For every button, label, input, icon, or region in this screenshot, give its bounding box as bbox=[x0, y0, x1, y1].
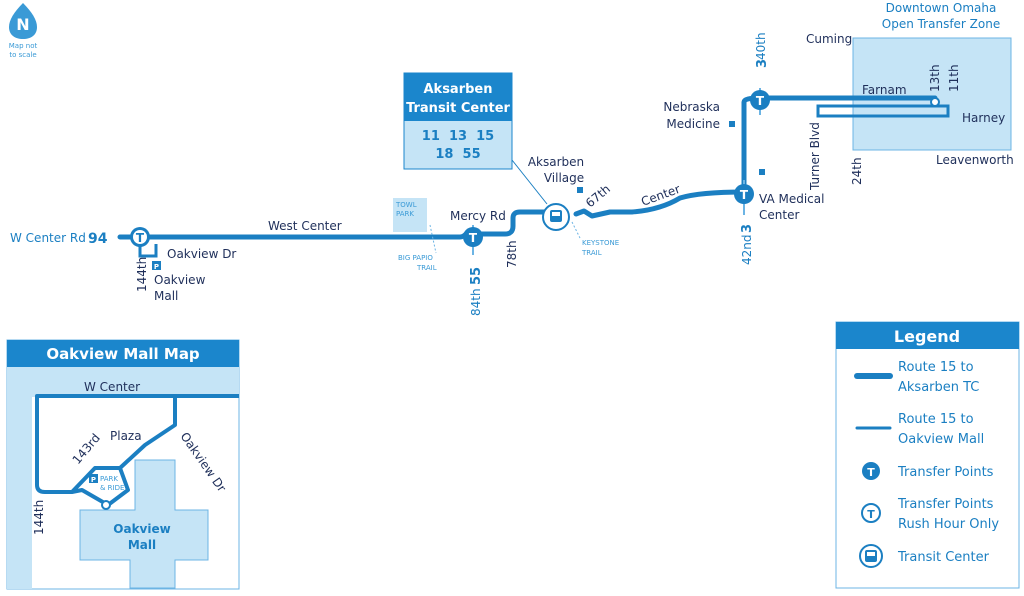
inset-header bbox=[7, 340, 239, 367]
street-11th: 11th bbox=[947, 64, 961, 92]
legend-item2-2: Oakview Mall bbox=[898, 432, 984, 447]
nebraska-medicine-2: Medicine bbox=[666, 117, 720, 131]
street-w-center-rd: W Center Rd bbox=[10, 231, 86, 245]
route-94: 94 bbox=[88, 231, 108, 247]
va-center-1: VA Medical bbox=[759, 192, 824, 206]
street-144th: 144th bbox=[135, 257, 149, 292]
route-3-top: 3 bbox=[755, 59, 770, 68]
svg-text:T: T bbox=[740, 188, 749, 202]
inset-mall-1: Oakview bbox=[113, 522, 170, 536]
tc-title-2: Transit Center bbox=[406, 101, 510, 116]
tc-title-1: Aksarben bbox=[423, 82, 492, 97]
route-15-oakview-branch bbox=[138, 244, 158, 258]
va-center-2: Center bbox=[759, 208, 799, 222]
legend-item1-2: Aksarben TC bbox=[898, 380, 979, 395]
inset-plaza: Plaza bbox=[110, 429, 142, 443]
legend-item1-1: Route 15 to bbox=[898, 360, 974, 375]
oakview-mall-building bbox=[79, 459, 209, 589]
street-harney: Harney bbox=[962, 111, 1005, 125]
street-oakview-dr: Oakview Dr bbox=[167, 247, 236, 261]
inset-title: Oakview Mall Map bbox=[46, 345, 200, 363]
north-letter: N bbox=[16, 15, 29, 34]
aksarben-village-1: Aksarben bbox=[528, 155, 584, 169]
downtown-transfer-zone bbox=[852, 37, 1012, 151]
legend-title: Legend bbox=[894, 327, 960, 346]
street-west-center: West Center bbox=[268, 219, 342, 233]
legend-item4-2: Rush Hour Only bbox=[898, 517, 999, 532]
big-papio-trail-line bbox=[429, 224, 437, 254]
oakview-mall-1: Oakview bbox=[154, 273, 206, 287]
tc-routes-2: 18 55 bbox=[435, 147, 480, 162]
legend-item5: Transit Center bbox=[897, 550, 990, 565]
street-farnam: Farnam bbox=[862, 83, 907, 97]
transfer-point-144th: T bbox=[130, 227, 150, 247]
transfer-point-84th: T bbox=[463, 227, 483, 247]
tc-routes-1: 11 13 15 bbox=[422, 129, 494, 144]
route-55: 55 bbox=[469, 267, 484, 285]
parking-icon bbox=[152, 261, 161, 270]
tc-leader bbox=[511, 159, 548, 205]
transfer-point-40th: T bbox=[750, 90, 770, 110]
aksarben-village-marker bbox=[577, 187, 583, 193]
street-mercy-rd: Mercy Rd bbox=[450, 209, 506, 223]
legend-rush-transfer-icon bbox=[861, 503, 881, 523]
street-cuming: Cuming bbox=[806, 32, 852, 46]
inset-parking-letter: P bbox=[91, 476, 96, 484]
legend-rush-transfer-icon-letter: T bbox=[867, 508, 875, 521]
inset-mall-2: Mall bbox=[128, 538, 156, 552]
street-turner: Turner Blvd bbox=[808, 122, 822, 191]
legend-transfer-icon-letter: T bbox=[867, 466, 875, 479]
street-24th: 24th bbox=[850, 157, 864, 185]
scale-note-2: to scale bbox=[9, 51, 36, 59]
legend-item3: Transfer Points bbox=[897, 465, 994, 480]
street-leavenworth: Leavenworth bbox=[936, 153, 1014, 167]
keystone-trail-line bbox=[571, 221, 581, 239]
scale-note: Map not bbox=[9, 42, 38, 50]
svg-text:T: T bbox=[756, 94, 765, 108]
bus-transit-center-icon bbox=[542, 203, 570, 231]
downtown-terminus bbox=[930, 97, 940, 107]
route-15-downtown-loop bbox=[816, 104, 950, 118]
svg-text:T: T bbox=[469, 231, 478, 245]
inset-park-ride-2: & RIDE bbox=[100, 484, 124, 492]
nebraska-medicine-1: Nebraska bbox=[663, 100, 720, 114]
inset-parking-icon bbox=[89, 474, 98, 483]
legend-transfer-icon bbox=[862, 462, 880, 480]
oakview-inset-map: Oakview Mall Map W Center Plaza 143rd Oa… bbox=[6, 339, 240, 590]
keystone-trail-1: KEYSTONE bbox=[582, 239, 619, 247]
inset-144th: 144th bbox=[32, 500, 46, 535]
aksarben-village-2: Village bbox=[544, 171, 584, 185]
transfer-point-42nd: T bbox=[734, 184, 754, 204]
keystone-trail-2: TRAIL bbox=[581, 249, 602, 257]
towl-park-2: PARK bbox=[396, 210, 414, 218]
street-13th: 13th bbox=[928, 64, 942, 92]
inset-w-center: W Center bbox=[84, 380, 140, 394]
street-42nd: 42nd bbox=[740, 235, 754, 266]
street-84th: 84th bbox=[469, 288, 483, 316]
towl-park-1: TOWL bbox=[395, 201, 417, 209]
oakview-mall-2: Mall bbox=[154, 289, 178, 303]
legend: Legend Route 15 to Aksarben TC Route 15 … bbox=[835, 321, 1020, 589]
va-center-marker bbox=[759, 169, 765, 175]
svg-text:T: T bbox=[136, 231, 145, 245]
street-40th: 40th bbox=[754, 32, 768, 60]
legend-item2-1: Route 15 to bbox=[898, 412, 974, 427]
legend-item4-1: Transfer Points bbox=[897, 497, 994, 512]
inset-park-ride-1: PARK bbox=[100, 475, 118, 483]
big-papio-trail-2: TRAIL bbox=[416, 264, 437, 272]
parking-icon-letter: P bbox=[154, 263, 159, 271]
street-78th: 78th bbox=[505, 240, 519, 268]
transit-center-header bbox=[404, 73, 512, 121]
route-3-bottom: 3 bbox=[740, 224, 755, 233]
north-arrow-icon: N bbox=[9, 3, 37, 39]
legend-header bbox=[836, 322, 1019, 349]
downtown-title-2: Open Transfer Zone bbox=[882, 17, 1000, 31]
nebraska-medicine-marker bbox=[729, 121, 735, 127]
street-67th: 67th bbox=[583, 182, 613, 210]
towl-park-area bbox=[393, 198, 427, 232]
downtown-title-1: Downtown Omaha bbox=[886, 1, 997, 15]
big-papio-trail-1: BIG PAPIO bbox=[398, 254, 433, 262]
legend-bus-icon bbox=[859, 544, 883, 568]
